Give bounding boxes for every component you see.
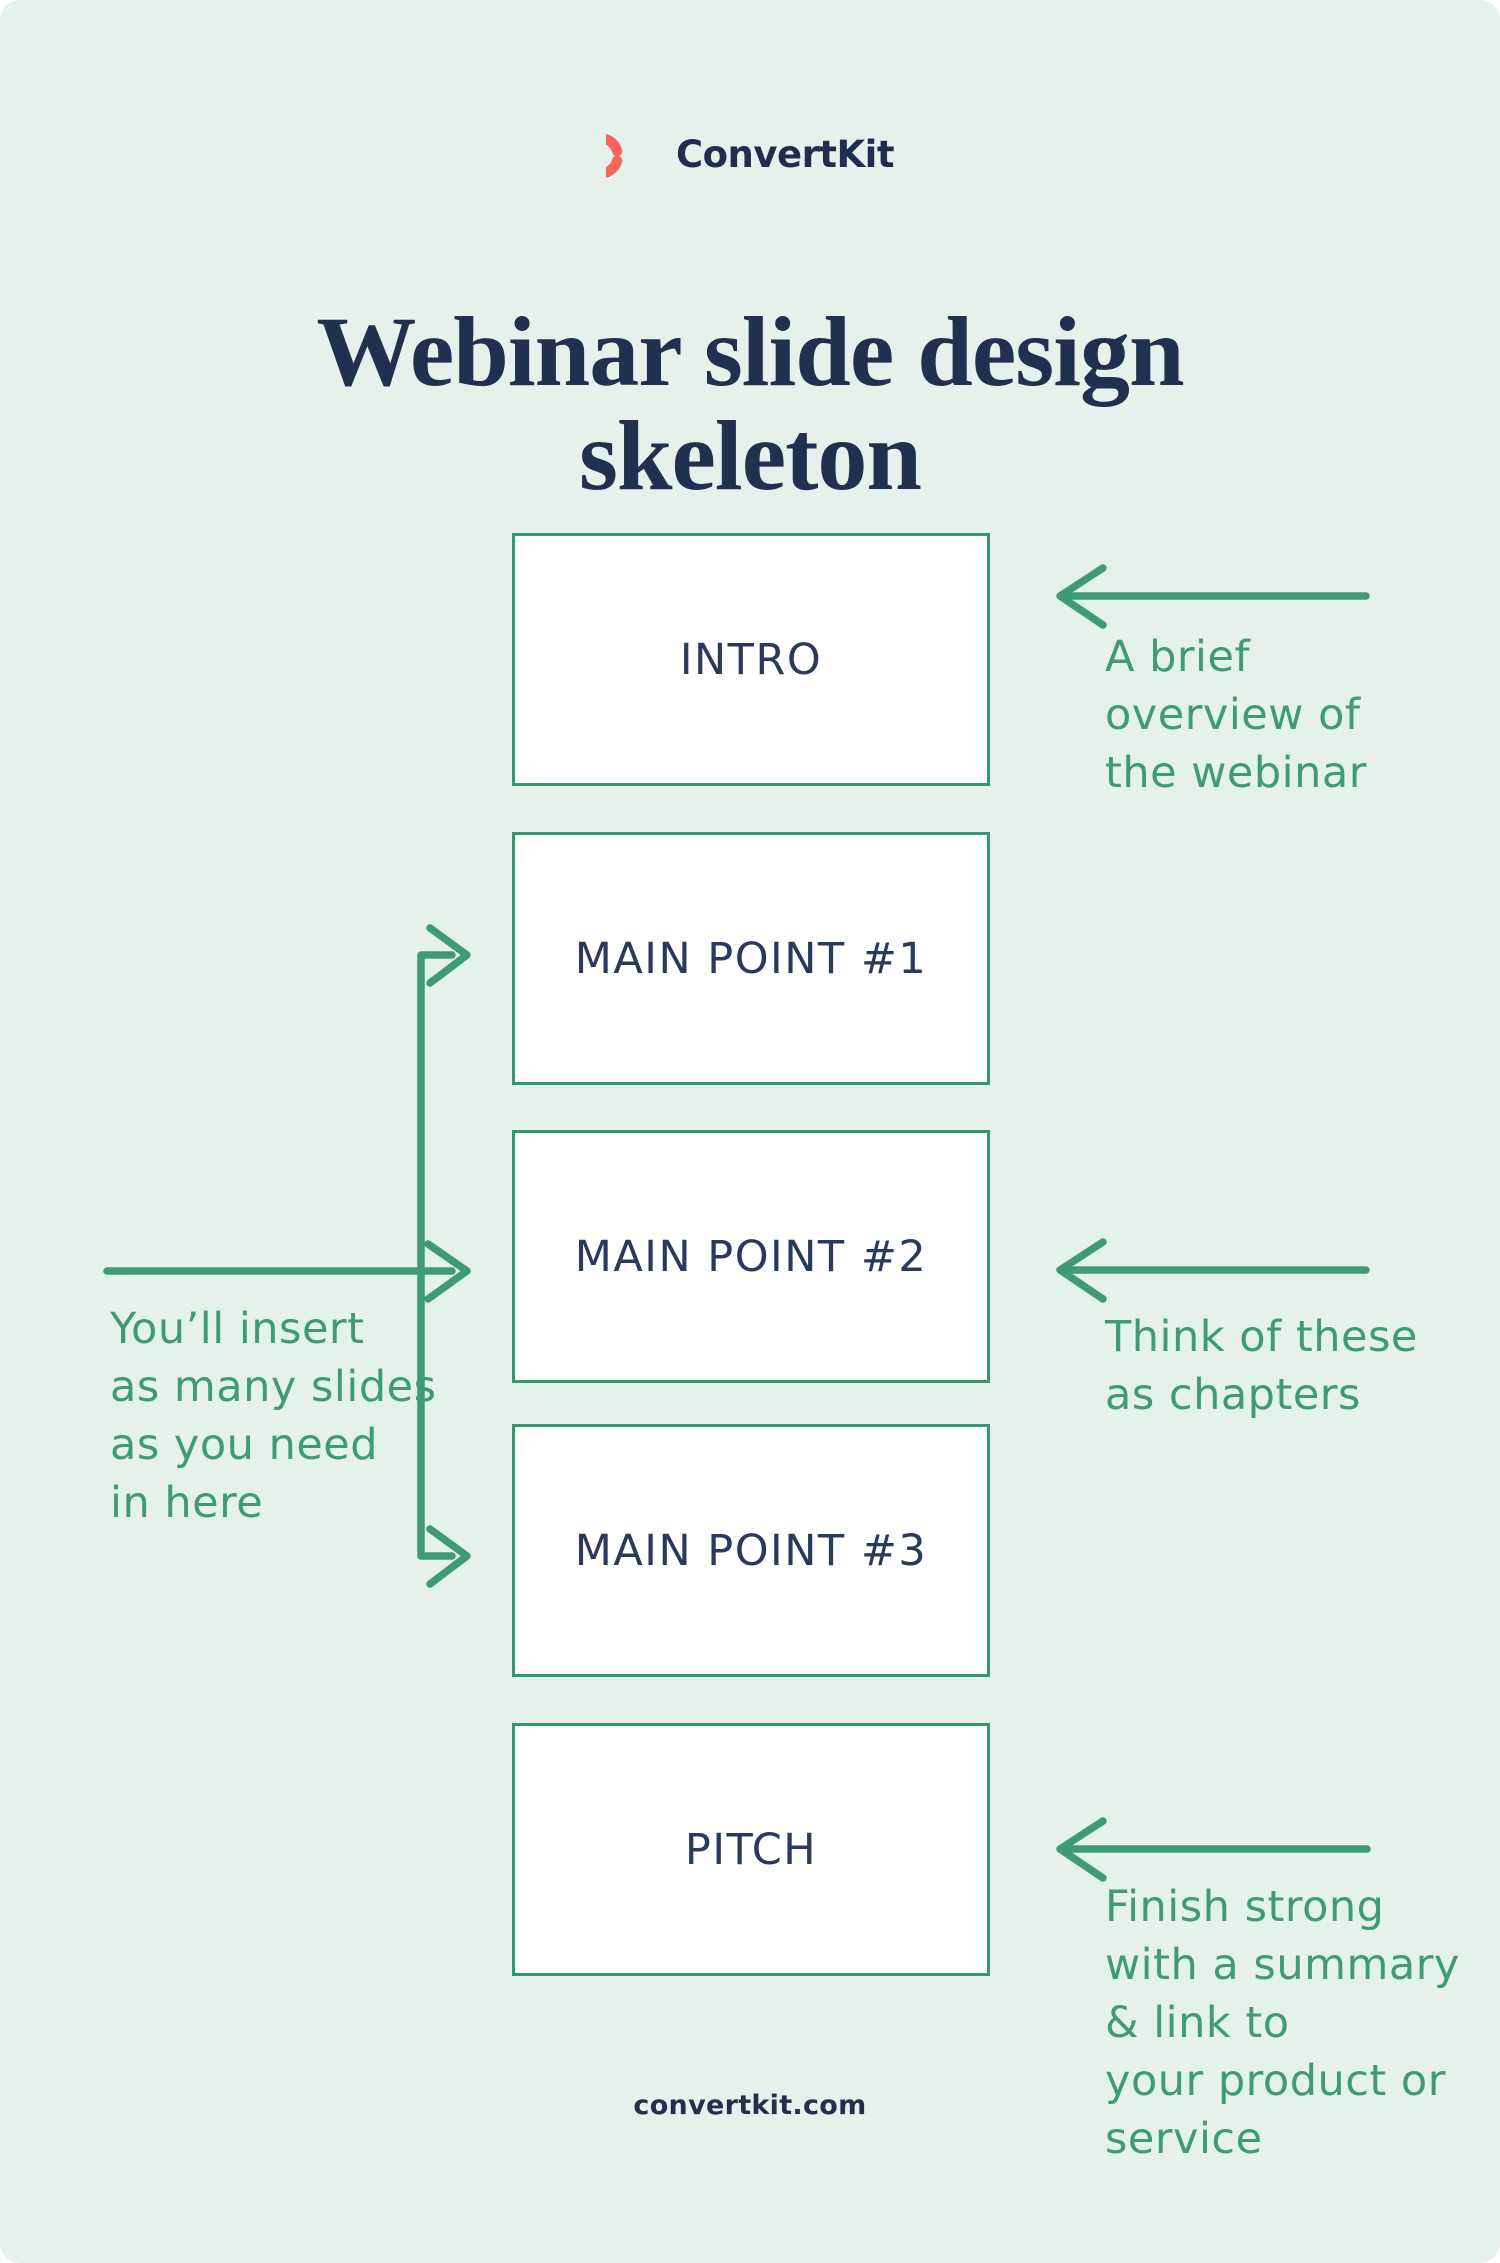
slide-box-main-point-1: MAIN POINT #1 (512, 832, 990, 1085)
note-finish-strong: Finish strong with a summary & link to y… (1105, 1882, 1460, 2164)
slide-box-pitch: PITCH (512, 1723, 990, 1976)
brand-name: ConvertKit (675, 132, 895, 176)
bracket-bottom-arrowhead (426, 1525, 471, 1588)
convertkit-swirl-icon (605, 133, 623, 178)
intro-arrow (1056, 564, 1370, 629)
slide-label: PITCH (684, 1824, 818, 1875)
slide-label: MAIN POINT #1 (574, 933, 928, 984)
note-insert-slides: You’ll insert as many slides as you need… (110, 1304, 437, 1528)
slide-label: MAIN POINT #3 (574, 1525, 928, 1576)
chapters-arrow (1056, 1238, 1370, 1303)
bracket-top-arrowhead (426, 924, 471, 987)
slide-box-intro: INTRO (512, 533, 990, 786)
slide-box-main-point-2: MAIN POINT #2 (512, 1130, 990, 1383)
footer-site-url: convertkit.com (633, 2090, 867, 2121)
brand-lockup: ConvertKit (0, 126, 1500, 182)
slide-label: INTRO (679, 634, 823, 685)
insert-arrow (103, 1240, 471, 1303)
pitch-arrow (1056, 1817, 1371, 1882)
note-think-chapters: Think of these as chapters (1105, 1312, 1418, 1420)
slide-label: MAIN POINT #2 (574, 1231, 928, 1282)
page-title: Webinar slide design skeleton (316, 296, 1184, 511)
note-intro-overview: A brief overview of the webinar (1105, 632, 1367, 798)
slide-box-main-point-3: MAIN POINT #3 (512, 1424, 990, 1677)
